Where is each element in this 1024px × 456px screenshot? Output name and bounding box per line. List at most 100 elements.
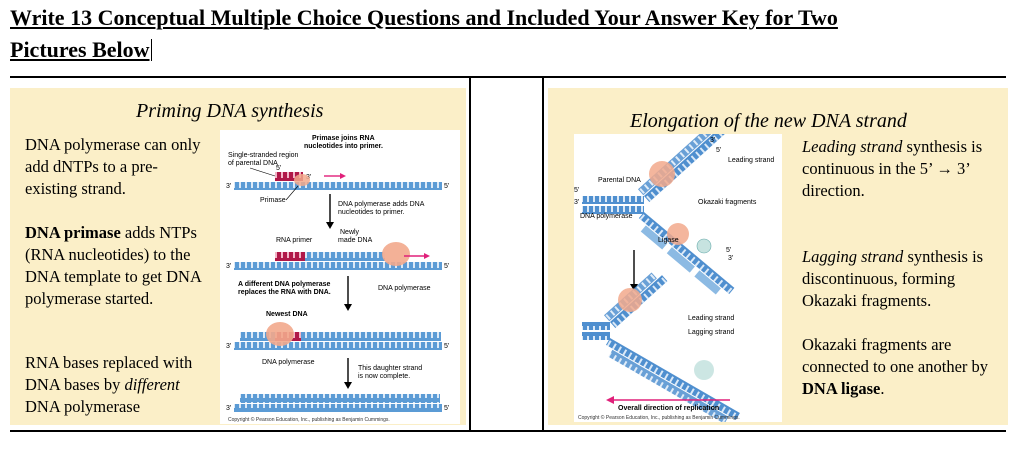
fig-step-arrowhead-3: [344, 382, 352, 389]
priming-paragraph-2-text: adds NTPs (RNA nucleotides) to the DNA t…: [25, 223, 201, 308]
fig-template-strand-3: [234, 342, 442, 350]
priming-paragraph-3: RNA bases replaced with DNA bases by dif…: [25, 352, 215, 418]
fig-ligase-top: [696, 238, 712, 254]
fig-single-stranded-2: of parental DNA: [228, 160, 278, 167]
fig-end-5-r2: 5': [716, 147, 721, 154]
fig-lagging-strand: Lagging strand: [688, 329, 734, 336]
fig-single-stranded: Single-stranded region: [228, 152, 299, 159]
fig-new-dna-2: [305, 252, 385, 261]
fig-parental-dna: Parental DNA: [598, 177, 641, 184]
fig-leading-strand: Leading strand: [728, 157, 774, 164]
fig-copyright-right: Copyright © Pearson Education, Inc., pub…: [578, 414, 740, 421]
fig-daughter-complete-2: is now complete.: [358, 373, 410, 380]
lagging-strand-term: Lagging strand: [802, 247, 904, 266]
right-slide-title: Elongation of the new DNA strand: [630, 110, 907, 132]
fig-parental-dna-4: [582, 332, 610, 340]
fig-previous-strand: [240, 332, 275, 341]
fig-overall-direction: Overall direction of replication: [618, 405, 719, 412]
fig-primase: Primase: [260, 197, 286, 204]
heading-line-1: Write 13 Conceptual Multiple Choice Ques…: [10, 5, 838, 30]
fig-end-3-c: 3': [226, 263, 231, 270]
priming-paragraph-3-text-b: DNA polymerase: [25, 397, 141, 416]
fig-step-arrowhead: [630, 284, 638, 291]
right-slide: Elongation of the new DNA strand: [548, 88, 1008, 425]
left-slide-title: Priming DNA synthesis: [136, 100, 324, 122]
assignment-heading: Write 13 Conceptual Multiple Choice Ques…: [10, 2, 1010, 66]
fig-copyright: Copyright © Pearson Education, Inc., pub…: [228, 416, 390, 423]
fig-template-strand-4: [234, 404, 442, 412]
different-term: different: [124, 375, 180, 394]
dna-primase-term: DNA primase: [25, 223, 121, 242]
fig-primase-joins: Primase joins RNA: [312, 135, 375, 142]
fig-rna-primer-1: [275, 172, 303, 181]
fig-dna-polymerase: DNA polymerase: [378, 285, 431, 292]
fig-newest-dna: Newest DNA: [266, 311, 308, 318]
fig-polymerase-bottom: [618, 288, 642, 312]
top-rule: [10, 76, 1006, 78]
leading-paragraph: Leading strand synthesis is continuous i…: [802, 136, 1008, 202]
fig-ligase: Ligase: [658, 237, 679, 244]
okazaki-paragraph-end: .: [880, 379, 885, 398]
fig-polymerase-top: [649, 161, 675, 187]
fig-end-5-r3: 5': [726, 247, 731, 254]
fig-parental-dna-2: [582, 206, 644, 214]
bottom-rule: [10, 430, 1006, 432]
fig-overall-arrowhead: [606, 396, 614, 404]
fig-parental-dna-3: [582, 322, 610, 330]
heading-line-2-text: Pictures Below: [10, 37, 150, 62]
heading-line-2: Pictures Below: [10, 34, 1010, 66]
priming-paragraph-2: DNA primase adds NTPs (RNA nucleotides) …: [25, 222, 217, 310]
fig-dna-polymerase-enzyme-2: [382, 242, 410, 266]
fig-end-5-r1: 5': [574, 187, 579, 194]
okazaki-paragraph-text: Okazaki fragments are connected to one a…: [802, 335, 989, 376]
fig-end-5-d: 5': [444, 343, 449, 350]
fig-parental-dna-1: [582, 196, 644, 204]
fig-lagging-arm: [638, 212, 735, 295]
fig-step-arrowhead-1: [326, 222, 334, 229]
fig-end-5-c: 5': [444, 263, 449, 270]
fig-end-3-d: 3': [226, 343, 231, 350]
text-cursor: [150, 39, 152, 61]
fig-end-5-b: 5': [276, 165, 281, 172]
fig-dna-polymerase: DNA polymerase: [580, 213, 633, 220]
fig-template-strand-1: [234, 182, 442, 190]
fig-end-3-r1: 3': [574, 199, 579, 206]
priming-paragraph-3-text-a: RNA bases replaced with DNA bases by: [25, 353, 193, 394]
fig-different-pol-2: replaces the RNA with DNA.: [238, 289, 331, 296]
elongation-diagram: Parental DNA 5' 3' 3' 5' Leading strand …: [574, 134, 774, 422]
fig-template-strand-2: [234, 262, 442, 270]
left-slide: Priming DNA synthesis DNA polymerase can…: [10, 88, 466, 425]
priming-paragraph-1: DNA polymerase can only add dNTPs to a p…: [25, 135, 201, 198]
fig-end-3-a: 3': [226, 183, 231, 190]
fig-end-5-a: 5': [444, 183, 449, 190]
fig-direction-arrowhead-1: [340, 173, 346, 179]
fig-step-arrowhead-2: [344, 304, 352, 311]
priming-diagram: Primase joins RNA nucleotides into prime…: [226, 135, 449, 423]
fig-leading-strand-2: Leading strand: [688, 315, 734, 322]
fig-pointer-2: [285, 185, 299, 201]
elongation-figure: Parental DNA 5' 3' 3' 5' Leading strand …: [574, 134, 782, 422]
leading-strand-term: Leading strand: [802, 137, 903, 156]
fig-primase-joins-2: nucleotides into primer.: [304, 143, 383, 150]
fig-ligase-bottom: [694, 360, 714, 380]
priming-figure: Primase joins RNA nucleotides into prime…: [220, 130, 460, 424]
fig-daughter-complete: This daughter strand: [358, 365, 422, 372]
lagging-paragraph-text: synthesis is discontinuous, forming Okaz…: [802, 247, 984, 310]
fig-end-3-e: 3': [226, 405, 231, 412]
fig-different-pol: A different DNA polymerase: [238, 281, 331, 288]
divider-right: [542, 76, 544, 432]
fig-end-3-r2: 3': [710, 137, 715, 144]
fig-pol-adds: DNA polymerase adds DNA: [338, 201, 425, 208]
fig-end-3-r3: 3': [728, 255, 733, 262]
fig-complete-daughter: [240, 394, 440, 403]
lagging-paragraph: Lagging strand synthesis is discontinuou…: [802, 246, 1008, 312]
fig-pointer-1: [249, 167, 276, 177]
fig-primase-enzyme: [294, 174, 310, 186]
fig-polymerase-lagging: [667, 223, 689, 245]
okazaki-paragraph: Okazaki fragments are connected to one a…: [802, 334, 1008, 400]
fig-dna-polymerase-2: DNA polymerase: [262, 359, 315, 366]
fig-newly-made: Newly: [340, 229, 360, 236]
fig-end-5-e: 5': [444, 405, 449, 412]
fig-rna-primer: RNA primer: [276, 237, 313, 244]
fig-okazaki-fragments: Okazaki fragments: [698, 199, 757, 206]
